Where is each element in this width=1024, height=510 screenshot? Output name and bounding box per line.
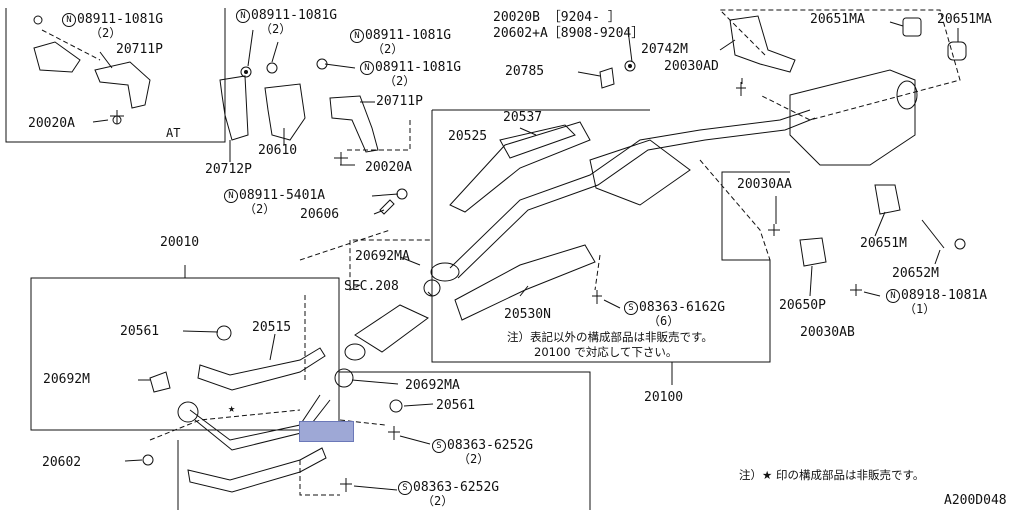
part-20100[interactable]: 20100 — [644, 390, 684, 405]
part-20030ad[interactable]: 20030AD — [664, 59, 719, 74]
catalyst-sec208 — [354, 304, 429, 353]
hanger-20742m — [729, 15, 796, 73]
qty-label: （6） — [648, 314, 680, 328]
part-20785[interactable]: 20785 — [505, 64, 545, 79]
note-use-20100: 20100 で対応して下さい。 — [534, 345, 678, 359]
lower-assembly-frame — [177, 371, 591, 510]
part-20650p[interactable]: 20650P — [779, 298, 826, 313]
part-20020a-at[interactable]: 20020A — [28, 116, 75, 131]
insulator-lower — [187, 447, 327, 493]
part-20020b[interactable]: 20020B ［9204- ］ — [493, 10, 621, 25]
nut-symbol-icon: N — [236, 9, 250, 23]
part-20785 — [599, 67, 615, 89]
at-label: AT — [166, 126, 181, 140]
front-pipe — [189, 394, 321, 441]
qty-label: （2） — [260, 22, 292, 36]
assembly-20100-frame — [431, 110, 790, 363]
nut-symbol-icon: N — [886, 289, 900, 303]
qty-label: （1） — [904, 302, 936, 316]
screw-symbol-icon: S — [624, 301, 638, 315]
nut-symbol-icon: N — [360, 61, 374, 75]
part-20692ma-a[interactable]: 20692MA — [355, 249, 410, 264]
part-20651m[interactable]: 20651M — [860, 236, 907, 251]
nut-symbol-icon: N — [62, 13, 76, 27]
part-20561-a[interactable]: 20561 — [120, 324, 160, 339]
at-inset-frame — [5, 8, 226, 143]
part-20602a[interactable]: 20602+A［8908-9204］ — [493, 26, 645, 41]
part-20712p[interactable]: 20712P — [205, 162, 252, 177]
main-muffler — [789, 69, 916, 166]
bracket-20712p — [219, 75, 249, 141]
part-20692ma-b[interactable]: 20692MA — [405, 378, 460, 393]
qty-label: （2） — [244, 202, 276, 216]
part-20742m[interactable]: 20742M — [641, 42, 688, 57]
section-208[interactable]: SEC.208 — [344, 279, 399, 294]
star-mark: ★ — [228, 401, 236, 415]
insulator-20515 — [197, 347, 326, 391]
insulator-20525 — [449, 121, 591, 213]
bracket-20610 — [264, 83, 306, 141]
nut-symbol-icon: N — [224, 189, 238, 203]
part-20525[interactable]: 20525 — [448, 129, 488, 144]
mount-20650p — [799, 237, 827, 267]
note-not-sold: 注）表記以外の構成部品は非販売です。 — [507, 330, 713, 344]
part-20561-b[interactable]: 20561 — [436, 398, 476, 413]
pre-muffler — [589, 139, 691, 206]
part-20515[interactable]: 20515 — [252, 320, 292, 335]
nut-symbol-icon: N — [350, 29, 364, 43]
insulator-20530n — [454, 244, 596, 321]
part-20530n[interactable]: 20530N — [504, 307, 551, 322]
screw-symbol-icon: S — [432, 439, 446, 453]
qty-label: （2） — [372, 42, 404, 56]
assembly-20010-box — [30, 277, 340, 431]
at-hanger — [94, 61, 151, 109]
part-20610[interactable]: 20610 — [258, 143, 298, 158]
part-20711p[interactable]: 20711P — [376, 94, 423, 109]
part-20030aa[interactable]: 20030AA — [737, 177, 792, 192]
qty-label: （2） — [458, 452, 490, 466]
part-20651ma-b[interactable]: 20651MA — [937, 12, 992, 27]
highlighted-part-region[interactable] — [299, 421, 354, 442]
part-20602[interactable]: 20602 — [42, 455, 82, 470]
part-20711p-at[interactable]: 20711P — [116, 42, 163, 57]
part-20010[interactable]: 20010 — [160, 235, 200, 250]
qty-label: （2） — [422, 494, 454, 508]
part-20652m[interactable]: 20652M — [892, 266, 939, 281]
center-pipe — [449, 109, 811, 269]
diagram-ref-code: A200D048 — [944, 493, 1007, 508]
note-star-not-sold: 注）★ 印の構成部品は非販売です。 — [739, 468, 925, 482]
qty-label: （2） — [90, 26, 122, 40]
at-bracket — [33, 41, 81, 73]
part-20020a[interactable]: 20020A — [365, 160, 412, 175]
part-20030ab[interactable]: 20030AB — [800, 325, 855, 340]
bracket-20711p — [329, 95, 379, 153]
part-20606[interactable]: 20606 — [300, 207, 340, 222]
qty-label: （2） — [384, 74, 416, 88]
part-20651ma-a[interactable]: 20651MA — [810, 12, 865, 27]
part-20537[interactable]: 20537 — [503, 110, 543, 125]
screw-symbol-icon: S — [398, 481, 412, 495]
insulator-20537 — [499, 124, 576, 159]
part-20692m[interactable]: 20692M — [43, 372, 90, 387]
